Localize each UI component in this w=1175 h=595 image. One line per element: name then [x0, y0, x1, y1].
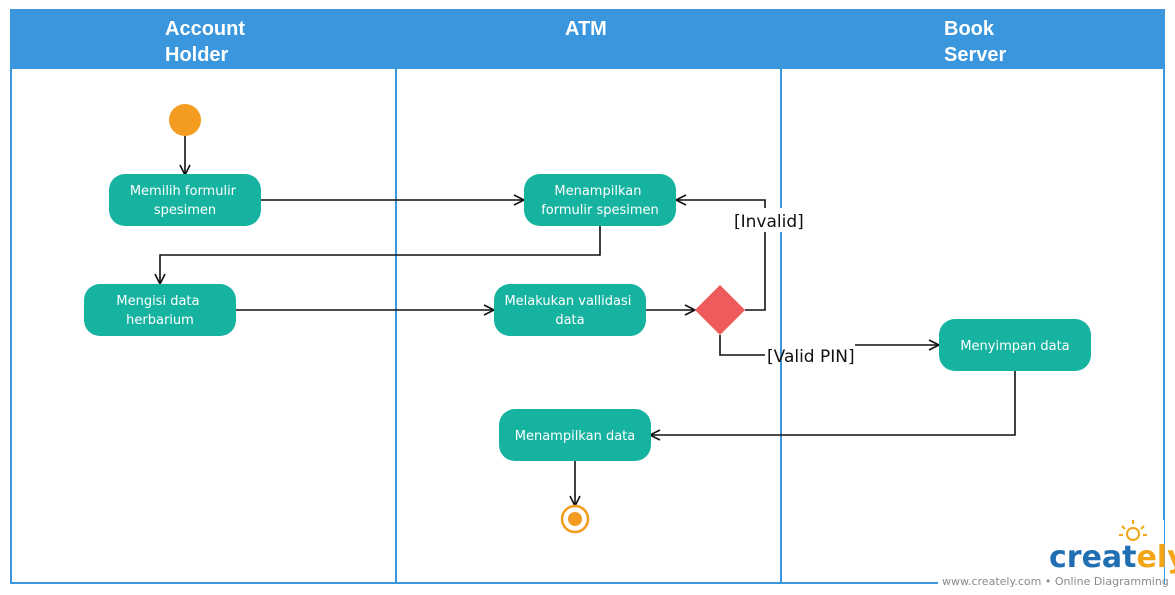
decision-node [695, 285, 745, 335]
lane-header-bar [11, 10, 1164, 69]
creately-tagline: www.creately.com • Online Diagramming [942, 575, 1169, 588]
activity-mengisi-data: Mengisi data herbarium [84, 284, 236, 336]
logo-main: creat [1049, 540, 1137, 575]
svg-text:creately: creately [1049, 540, 1175, 575]
edge-menyimpan-to-menampilkan-data [650, 371, 1016, 435]
edge-decision-invalid [676, 200, 766, 311]
logo-accent: ely [1137, 540, 1175, 575]
svg-text:Melakukan vallidasi data: Melakukan vallidasi data [504, 294, 635, 328]
activity-menyimpan-data: Menyimpan data [939, 319, 1091, 371]
guard-invalid: [Invalid] [734, 212, 804, 232]
guard-invalid-bg [731, 208, 799, 232]
activity-menampilkan-data: Menampilkan data [499, 409, 651, 461]
svg-text:Menampilkan data: Menampilkan data [515, 429, 635, 444]
lane-title-atm: ATM [565, 18, 607, 40]
lane-title-account-holder: Account Holder [165, 18, 251, 66]
activity-memilih-formulir: Memilih formulir spesimen [109, 174, 261, 226]
creately-logo: creately www.creately.com • Online Diagr… [938, 520, 1175, 590]
lightbulb-icon [1119, 520, 1147, 541]
svg-text:Menyimpan data: Menyimpan data [960, 339, 1069, 354]
svg-text:Memilih formulir spesime: Memilih formulir spesimen [130, 184, 240, 218]
lane-title-book-server: Book Server [944, 18, 1006, 66]
svg-text:Mengisi data herbarium: Mengisi data herbarium [116, 294, 203, 328]
svg-text:Menampilkan formulir spe: Menampilkan formulir spesimen [541, 184, 659, 218]
end-node [560, 504, 590, 534]
edge-decision-valid [719, 335, 939, 355]
edge-menampilkan-to-mengisi [160, 226, 601, 284]
activity-menampilkan-formulir: Menampilkan formulir spesimen [524, 174, 676, 226]
guard-valid-pin: [Valid PIN] [767, 347, 855, 367]
activity-melakukan-validasi: Melakukan vallidasi data [494, 284, 646, 336]
start-node [169, 104, 201, 136]
